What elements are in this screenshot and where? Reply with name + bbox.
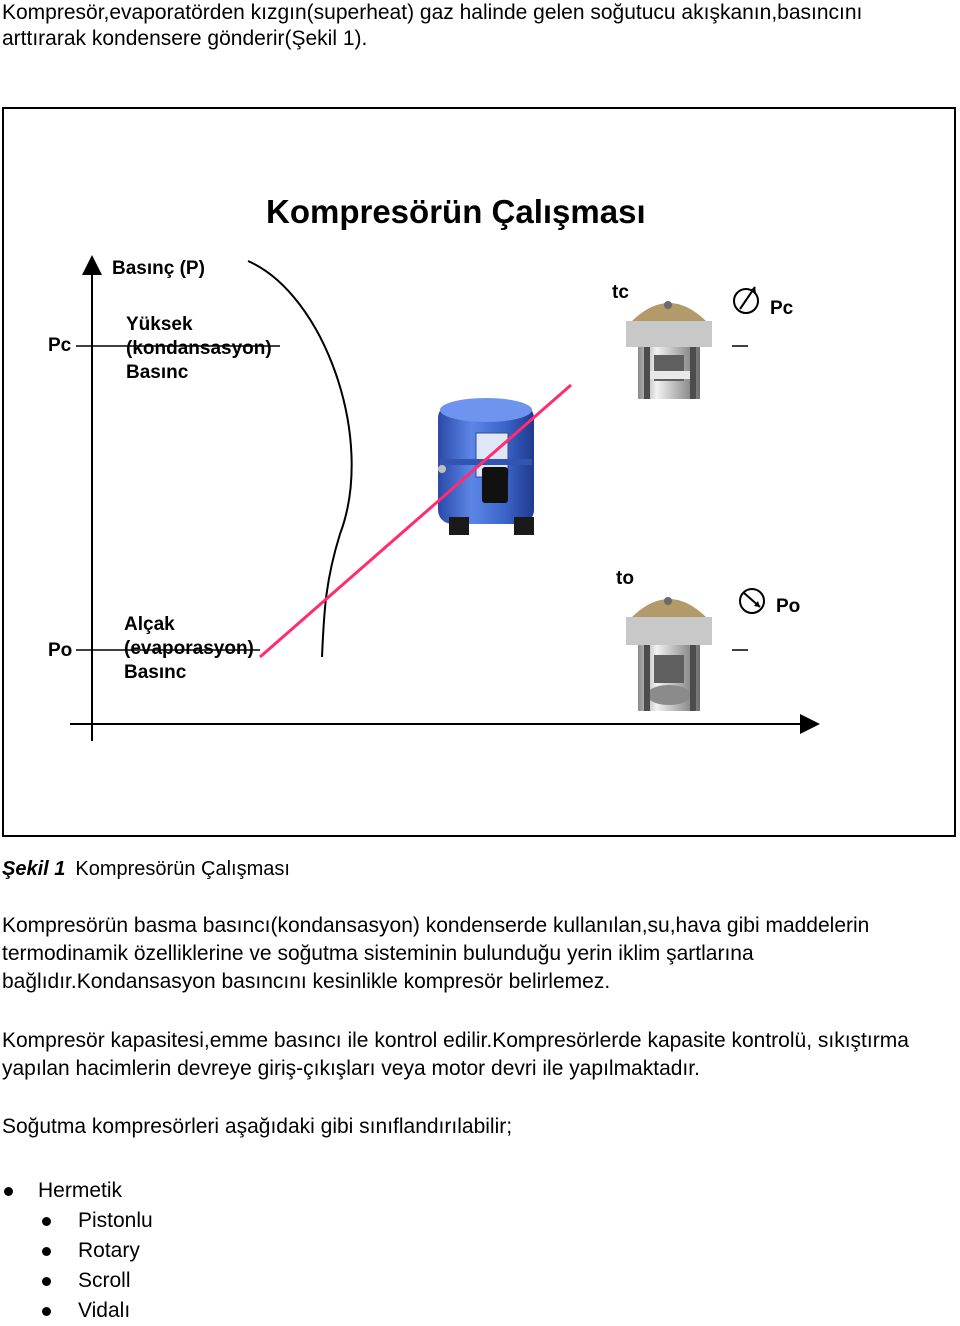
tc-label: tc <box>612 282 629 303</box>
figure-diagram <box>70 255 820 741</box>
po-left-label: Po <box>48 640 73 661</box>
list-item: Hermetik <box>0 1176 153 1206</box>
pc-right-label: Pc <box>770 298 794 319</box>
pressure-gauge-icon-low <box>739 588 765 614</box>
cylinder-cutaway-icon-bottom <box>626 597 712 711</box>
figure-title: Kompresörün Çalışması <box>266 193 646 230</box>
intro-paragraph: Kompresör,evaporatörden kızgın(superheat… <box>2 1 863 50</box>
compressor-types-list: Hermetik Pistonlu Rotary Scroll Vidalı <box>0 1176 153 1326</box>
figure-frame: Kompresörün Çalışması Basınç (P) Pc Yüks… <box>2 107 956 837</box>
pressure-gauge-icon-high <box>733 286 759 314</box>
caption-text: Kompresörün Çalışması <box>75 858 290 880</box>
caption-number: Şekil 1 <box>2 858 66 880</box>
low-pressure-label: Alçak (evaporasyon) Basınc <box>124 614 254 683</box>
to-label: to <box>616 568 634 589</box>
paragraph-1: Kompresörün basma basıncı(kondansasyon) … <box>2 914 870 993</box>
pc-left-label: Pc <box>48 335 72 356</box>
paragraph-2: Kompresör kapasitesi,emme basıncı ile ko… <box>2 1029 909 1080</box>
high-pressure-label: Yüksek (kondansasyon) Basınc <box>126 314 272 383</box>
list-item: Rotary <box>0 1236 153 1266</box>
po-right-label: Po <box>776 596 801 617</box>
cylinder-cutaway-icon-top <box>626 301 712 399</box>
pressure-curve <box>247 260 353 658</box>
figure-caption: Şekil 1 Kompresörün Çalışması <box>2 858 290 881</box>
paragraph-3: Soğutma kompresörleri aşağıdaki gibi sın… <box>2 1115 513 1138</box>
compression-line <box>259 383 572 659</box>
y-axis-label: Basınç (P) <box>112 258 205 279</box>
list-item: Scroll <box>0 1266 153 1296</box>
compressor-photo <box>438 398 534 535</box>
list-item: Pistonlu <box>0 1206 153 1236</box>
list-item: Vidalı <box>0 1296 153 1326</box>
